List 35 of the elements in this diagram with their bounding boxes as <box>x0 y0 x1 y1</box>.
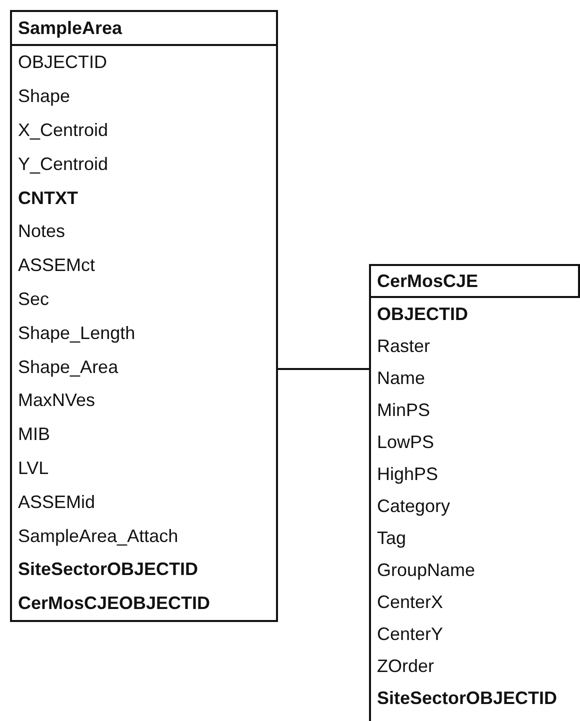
field-name: ASSEMct <box>18 255 96 276</box>
table-title: SampleArea <box>18 18 122 38</box>
field-name: LVL <box>18 458 49 479</box>
field-name: Category <box>377 496 450 516</box>
field-name: Shape_Length <box>18 322 136 344</box>
field-name: CNTXT <box>18 188 78 209</box>
field-name: CerMosCJEOBJECTID <box>18 593 210 614</box>
field-name: Shape <box>18 86 70 108</box>
field-name: Shape_Area <box>18 356 118 378</box>
field-name: OBJECTID <box>377 304 468 324</box>
field-name: ZOrder <box>377 656 434 676</box>
field-name: Sec <box>18 288 50 310</box>
field-name: Name <box>377 368 426 388</box>
field-name: MinPS <box>377 400 430 420</box>
field-name: CenterY <box>377 624 444 644</box>
table-box <box>369 264 580 721</box>
field-name: Tag <box>377 528 406 548</box>
field-name: OBJECTID <box>18 52 108 74</box>
table-box <box>10 10 278 622</box>
field-name: SiteSectorOBJECTID <box>18 559 198 580</box>
field-name: Raster <box>377 336 430 356</box>
field-name: CenterX <box>377 592 444 612</box>
field-name: Y_Centroid <box>18 154 108 175</box>
field-name: HighPS <box>377 464 438 484</box>
field-name: ASSEMid <box>18 492 96 513</box>
table-title: CerMosCJE <box>377 270 478 292</box>
field-name: MaxNVes <box>18 390 96 412</box>
field-name: LowPS <box>377 432 434 452</box>
field-name: Notes <box>18 221 66 242</box>
field-name: SiteSectorOBJECTID <box>377 688 558 708</box>
field-name: MIB <box>18 424 50 446</box>
connector-line <box>278 368 369 370</box>
field-name: X_Centroid <box>18 120 108 141</box>
field-name: SampleArea_Attach <box>18 526 178 547</box>
field-name: GroupName <box>377 560 476 580</box>
